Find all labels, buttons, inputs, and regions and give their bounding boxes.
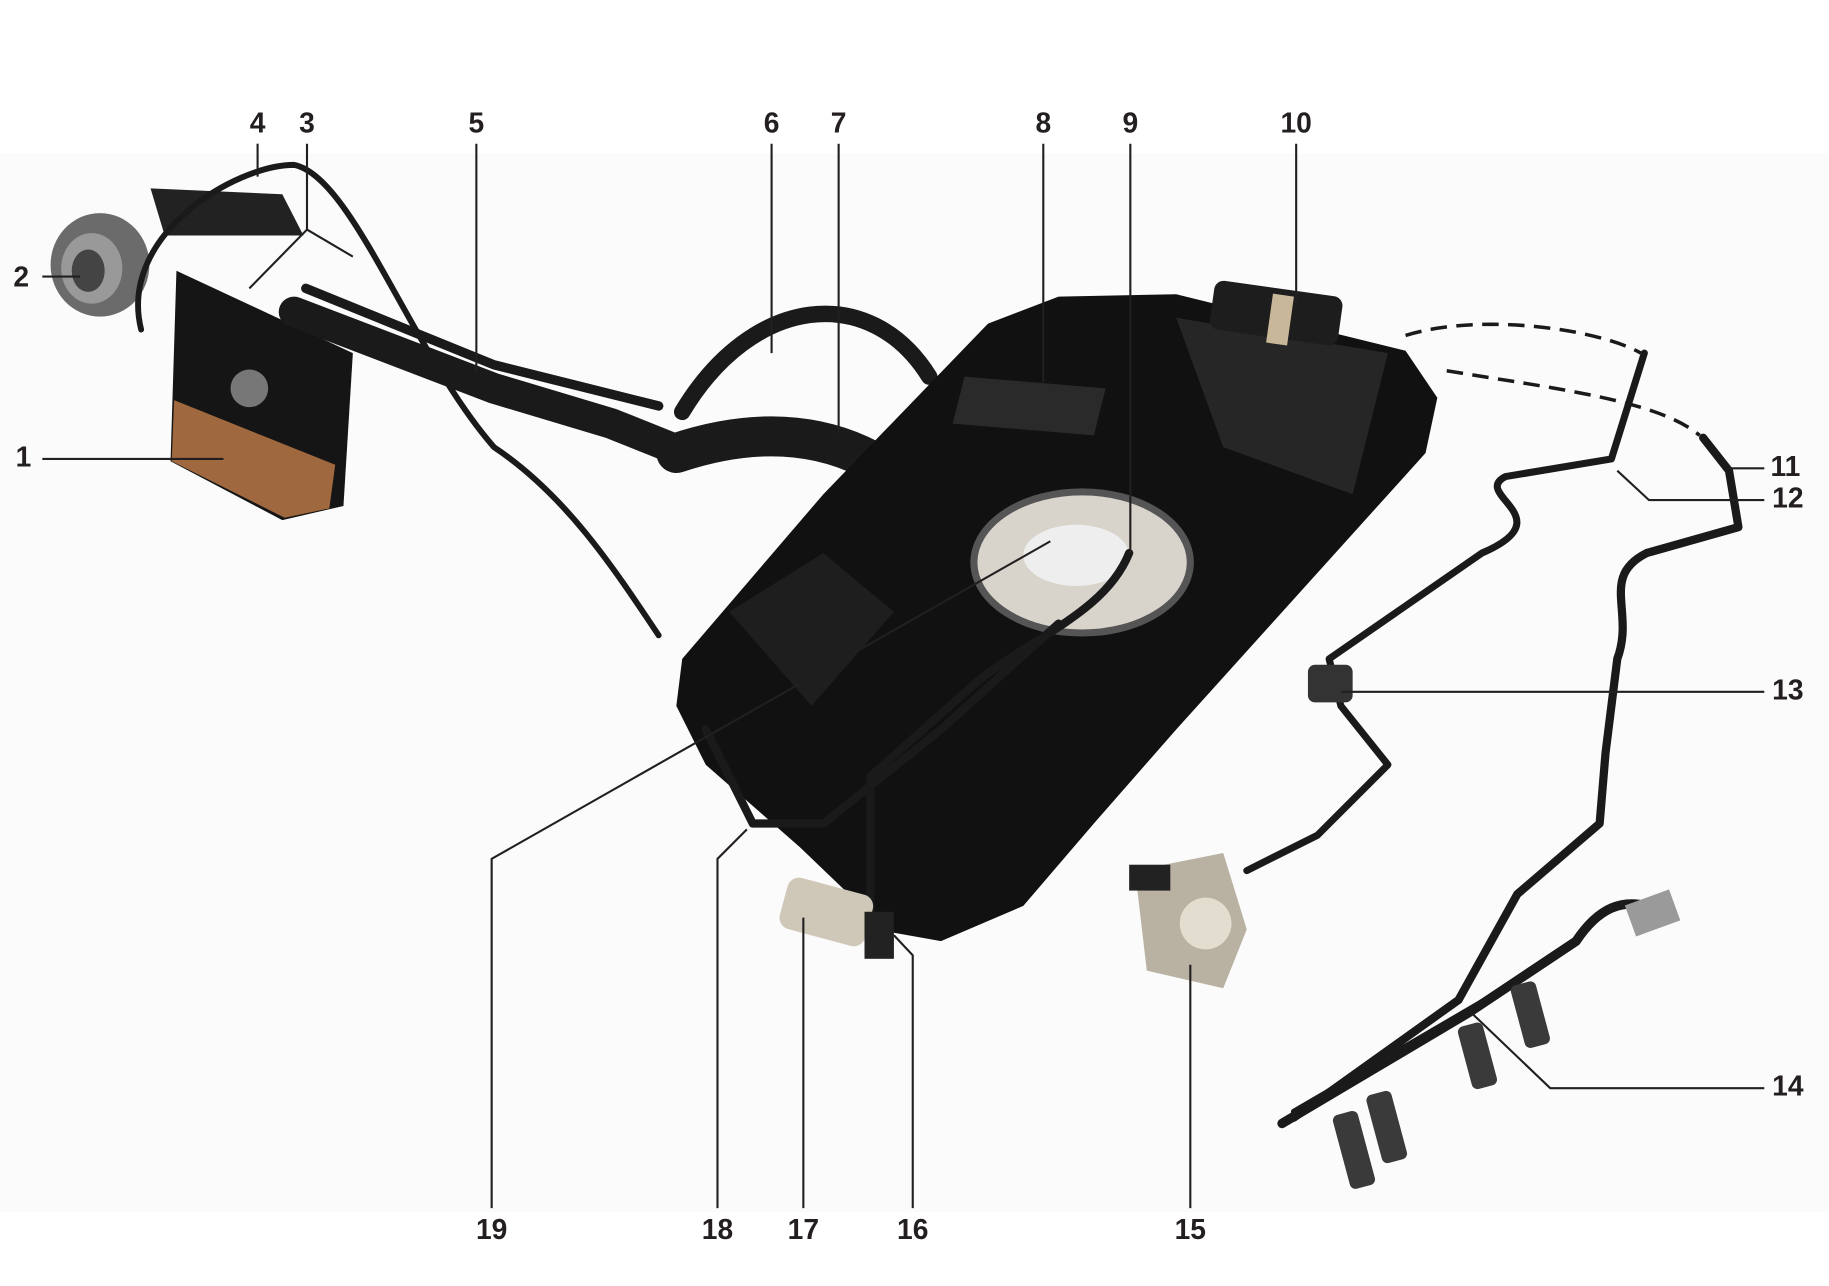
callout-9: 9	[1122, 106, 1138, 138]
callout-8: 8	[1035, 106, 1051, 138]
return-line	[701, 619, 1063, 828]
filler-neck	[278, 296, 686, 463]
callout-12: 12	[1772, 482, 1803, 514]
callout-5: 5	[469, 106, 485, 138]
breather-line	[135, 161, 662, 639]
dashed-feed-line	[1405, 322, 1642, 355]
callout-3: 3	[299, 106, 315, 138]
callout-13: 13	[1772, 673, 1803, 705]
callout-16: 16	[897, 1213, 928, 1245]
callout-18: 18	[702, 1213, 733, 1245]
pressure-regulator	[1307, 664, 1353, 703]
throttle-body	[1129, 852, 1247, 989]
blue-vent-hose	[673, 305, 938, 421]
callout-14: 14	[1772, 1070, 1804, 1102]
callout-1: 1	[16, 440, 32, 472]
callout-15: 15	[1175, 1213, 1206, 1245]
filler-cap	[50, 213, 150, 317]
injector	[1332, 1110, 1376, 1189]
callout-2: 2	[13, 260, 29, 292]
injector-rail	[1277, 889, 1681, 1189]
dashed-return-line	[1446, 368, 1701, 437]
callout-7: 7	[831, 106, 847, 138]
pressure-line	[1243, 349, 1648, 875]
callout-10: 10	[1280, 106, 1311, 138]
leader-lines	[42, 143, 1765, 1209]
callout-11: 11	[1771, 450, 1801, 482]
callout-19: 19	[476, 1213, 507, 1245]
vent-tube	[301, 283, 664, 411]
callout-6: 6	[764, 106, 780, 138]
callout-4: 4	[250, 106, 266, 138]
callout-17: 17	[788, 1213, 819, 1245]
injector	[1366, 1090, 1408, 1164]
supply-line	[1289, 433, 1743, 1122]
injector	[1510, 981, 1550, 1048]
injector	[1457, 1022, 1498, 1090]
